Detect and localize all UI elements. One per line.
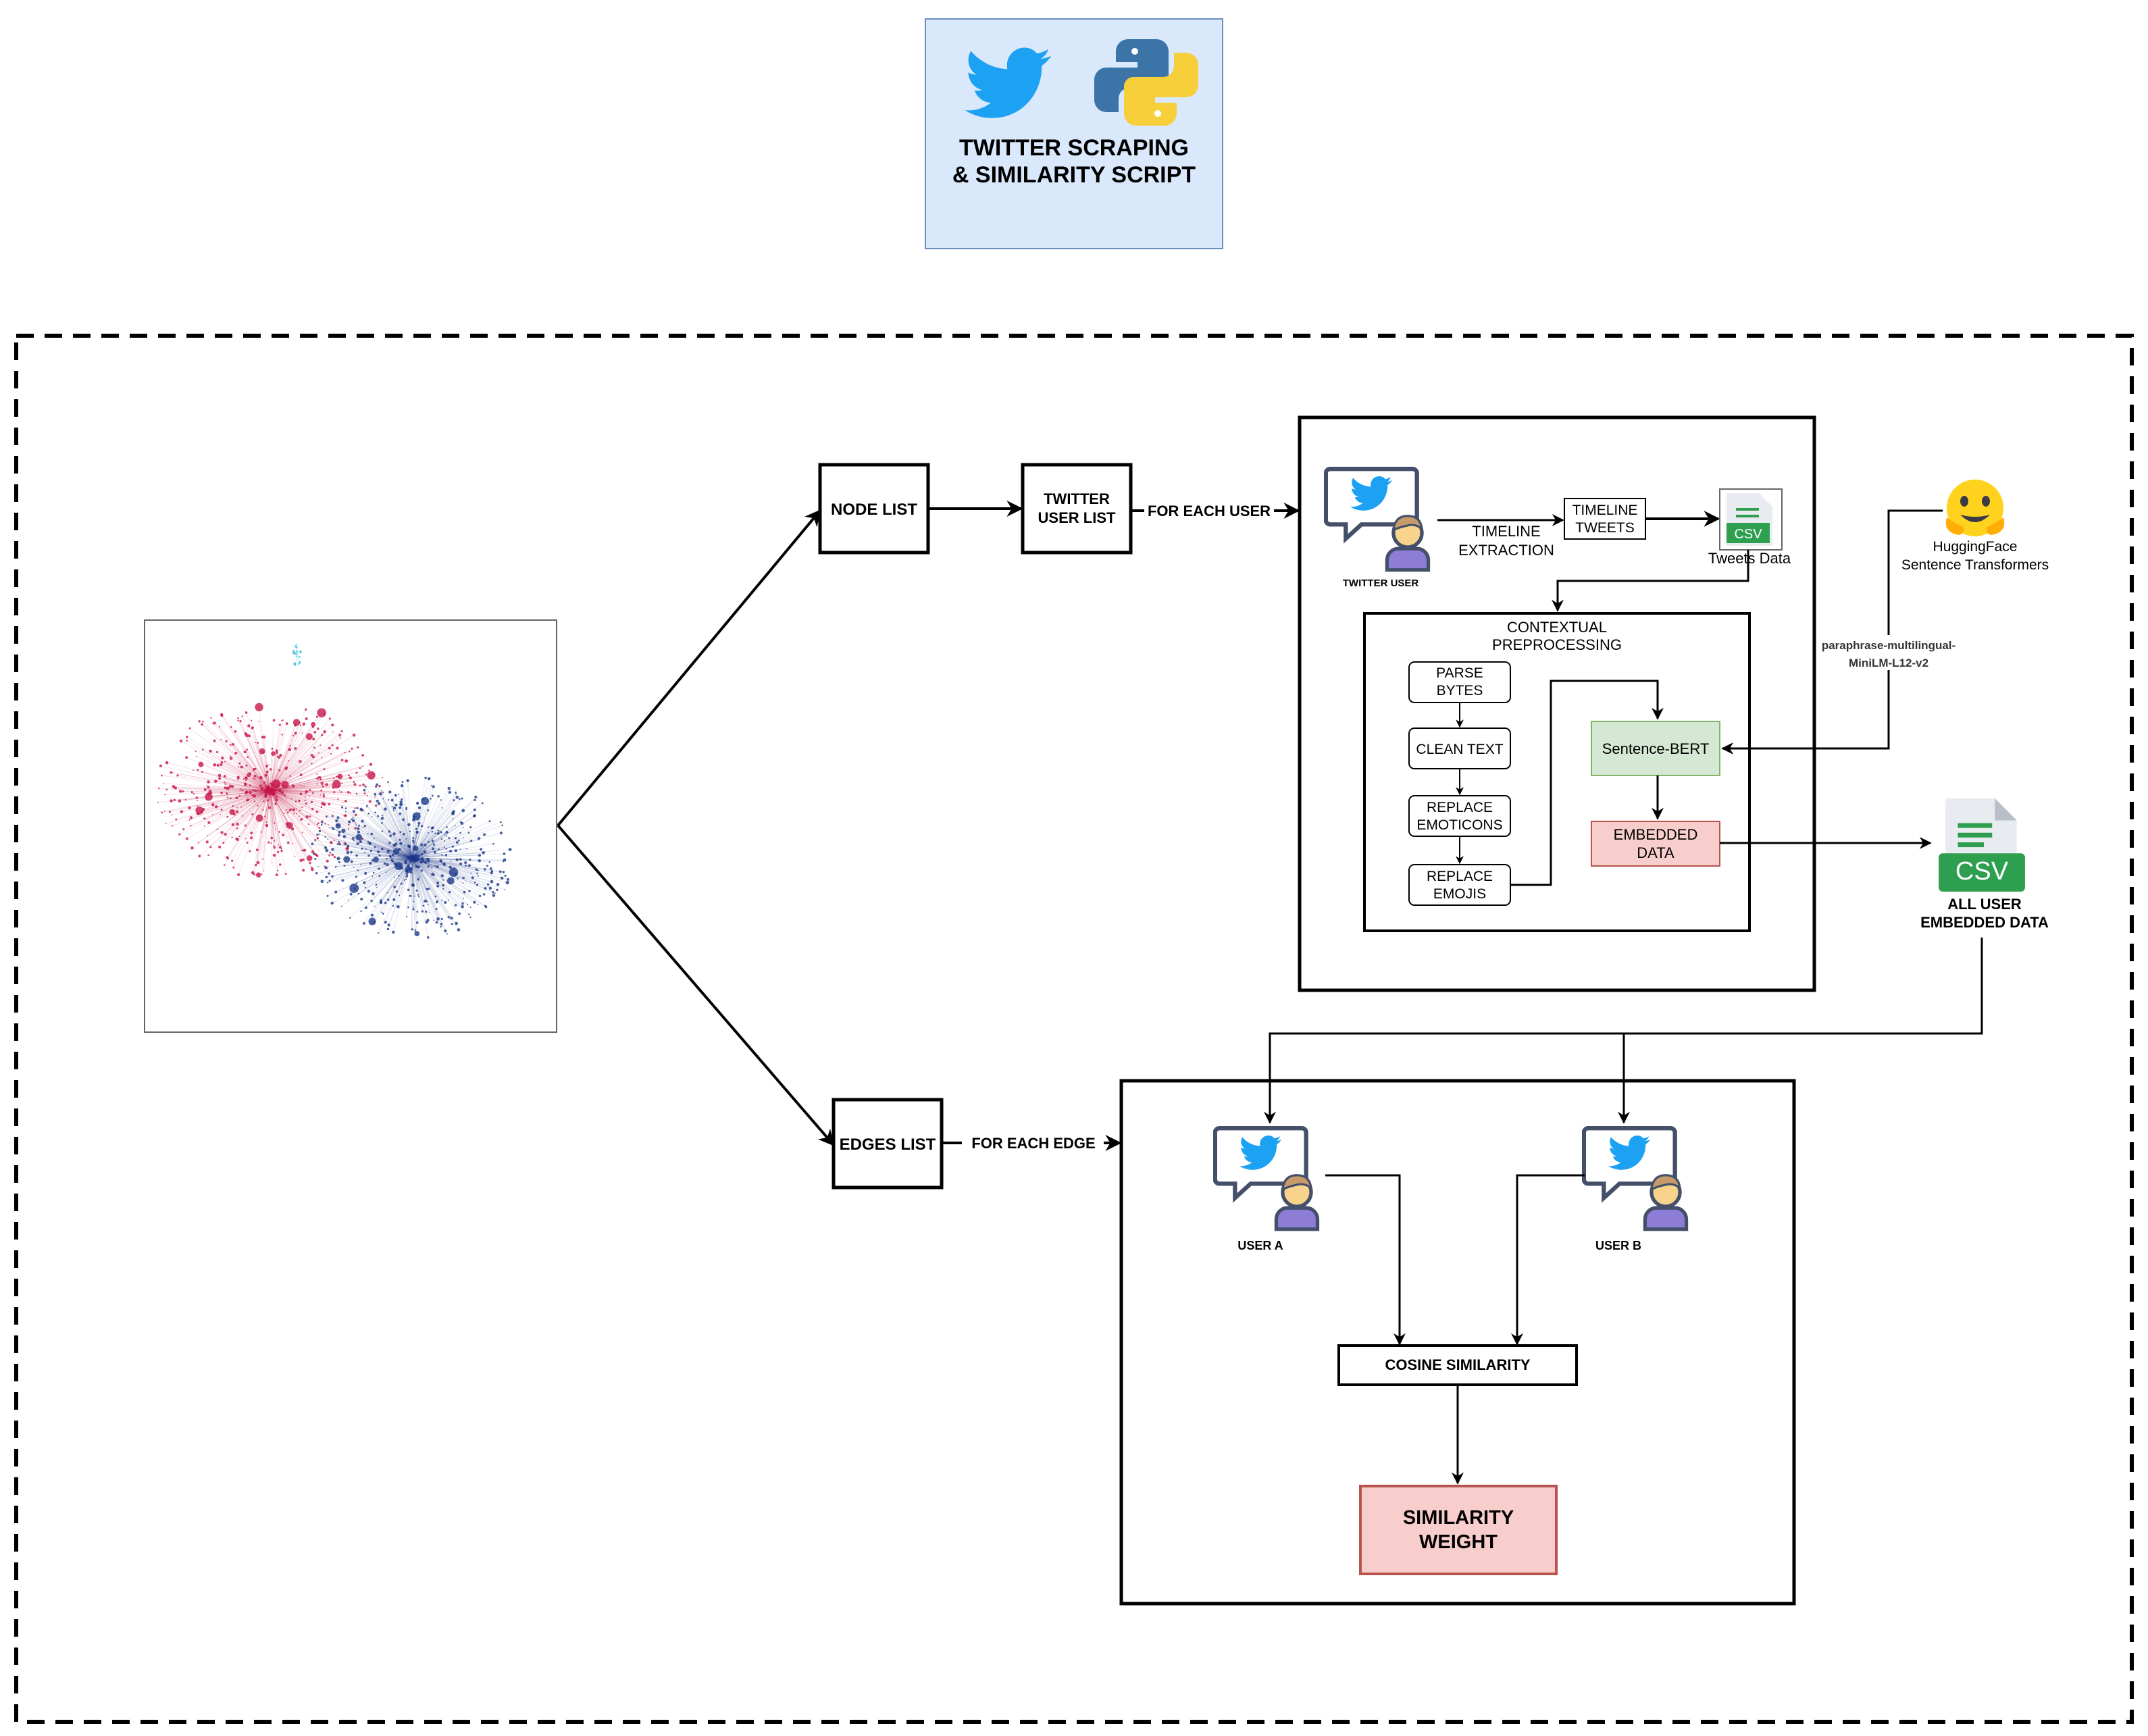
similarity-weight-label-2: WEIGHT xyxy=(1419,1531,1498,1553)
header-box: TWITTER SCRAPING & SIMILARITY SCRIPT xyxy=(925,18,1223,249)
twitter-user-list-label-2: USER LIST xyxy=(1038,509,1116,526)
arrow-graph-to-edges-list xyxy=(557,824,835,1146)
node-list-label: NODE LIST xyxy=(831,501,917,519)
csv-big-label: CSV xyxy=(1955,857,2009,886)
twitter-user-label: TWITTER USER xyxy=(1343,578,1419,589)
parse-bytes-label-1: PARSE xyxy=(1436,665,1483,681)
timeline-tweets-box: TIMELINE TWEETS xyxy=(1564,498,1646,540)
sentence-bert-box: Sentence-BERT xyxy=(1591,721,1720,776)
similarity-weight-label-1: SIMILARITY xyxy=(1403,1507,1514,1529)
arrow-graph-to-node-list xyxy=(557,509,821,827)
all-user-label-2: EMBEDDED DATA xyxy=(1920,914,2049,931)
edges-list-label: EDGES LIST xyxy=(840,1135,936,1154)
replace-emoticons-step: REPLACE EMOTICONS xyxy=(1408,795,1511,837)
arrow-tweets-to-preprocessing xyxy=(1552,550,1749,612)
contextual-label-2: PREPROCESSING xyxy=(1492,636,1622,653)
contextual-preprocessing-box xyxy=(1363,612,1751,932)
user-a-icon xyxy=(1215,1128,1318,1229)
connector-all-user-down xyxy=(1264,938,1983,1124)
huggingface-label-2: Sentence Transformers xyxy=(1901,557,2049,573)
python-logo-icon xyxy=(1094,39,1198,126)
arrow-emojis-to-sbert xyxy=(1510,680,1664,886)
cosine-similarity-box: COSINE SIMILARITY xyxy=(1337,1344,1578,1386)
for-each-edge-label: FOR EACH EDGE xyxy=(971,1135,1095,1152)
header-title-line-1: TWITTER SCRAPING xyxy=(959,135,1189,161)
header-title-line-2: & SIMILARITY SCRIPT xyxy=(952,162,1196,188)
arrow-huggingface-to-sbert xyxy=(1721,509,1943,755)
parse-bytes-label-2: BYTES xyxy=(1437,683,1483,698)
node-list-box: NODE LIST xyxy=(818,463,930,555)
huggingface-label-1: HuggingFace xyxy=(1933,539,2018,555)
model-name-label-2: MiniLM-L12-v2 xyxy=(1849,657,1928,669)
similarity-box xyxy=(1119,1079,1796,1606)
user-b-label: USER B xyxy=(1595,1239,1641,1252)
replace-emojis-label-2: EMOJIS xyxy=(1433,886,1486,902)
tweets-data-label: Tweets Data xyxy=(1708,550,1791,567)
timeline-extraction-label-1: TIMELINE xyxy=(1472,523,1540,540)
sentence-bert-label: Sentence-BERT xyxy=(1602,740,1710,757)
contextual-label-1: CONTEXTUAL xyxy=(1507,619,1607,636)
embedded-data-label-1: EMBEDDED xyxy=(1614,826,1698,843)
twitter-user-list-box: TWITTER USER LIST xyxy=(1021,463,1133,555)
cosine-similarity-label: COSINE SIMILARITY xyxy=(1385,1356,1530,1373)
replace-emojis-label-1: REPLACE xyxy=(1427,869,1493,884)
replace-emoticons-label-2: EMOTICONS xyxy=(1416,817,1502,833)
user-processing-box xyxy=(1298,415,1816,992)
for-each-user-label: FOR EACH USER xyxy=(1148,503,1271,519)
twitter-user-list-label-1: TWITTER xyxy=(1044,490,1110,507)
embedded-data-label-2: DATA xyxy=(1637,844,1674,861)
huggingface-emoji-icon xyxy=(1945,480,2005,536)
clean-text-step: CLEAN TEXT xyxy=(1408,727,1511,769)
clean-text-label: CLEAN TEXT xyxy=(1416,742,1503,757)
timeline-extraction-label-2: EXTRACTION xyxy=(1458,542,1554,559)
timeline-tweets-label-1: TIMELINE xyxy=(1572,503,1638,518)
replace-emoticons-label-1: REPLACE xyxy=(1427,800,1493,815)
replace-emojis-step: REPLACE EMOJIS xyxy=(1408,864,1511,906)
csv-small-icon: CSV xyxy=(1719,488,1783,551)
twitter-user-icon xyxy=(1326,469,1429,570)
model-name-label-1: paraphrase-multilingual- xyxy=(1822,639,1955,652)
similarity-weight-box: SIMILARITY WEIGHT xyxy=(1359,1485,1558,1575)
all-user-label-1: ALL USER xyxy=(1947,896,2022,913)
arrow-user-a-to-cosine xyxy=(1325,1174,1406,1346)
outer-dashed-frame xyxy=(14,334,2134,1724)
csv-file-icon: CSV xyxy=(1939,798,2025,892)
csv-small-label: CSV xyxy=(1734,527,1762,542)
arrow-user-b-to-cosine xyxy=(1511,1174,1585,1346)
parse-bytes-step: PARSE BYTES xyxy=(1408,661,1511,703)
network-graph-image xyxy=(144,619,557,1033)
timeline-tweets-label-2: TWEETS xyxy=(1575,520,1635,536)
user-b-icon xyxy=(1584,1128,1687,1229)
embedded-data-box: EMBEDDED DATA xyxy=(1591,821,1720,867)
edges-list-box: EDGES LIST xyxy=(832,1098,944,1190)
user-a-label: USER A xyxy=(1237,1239,1283,1252)
